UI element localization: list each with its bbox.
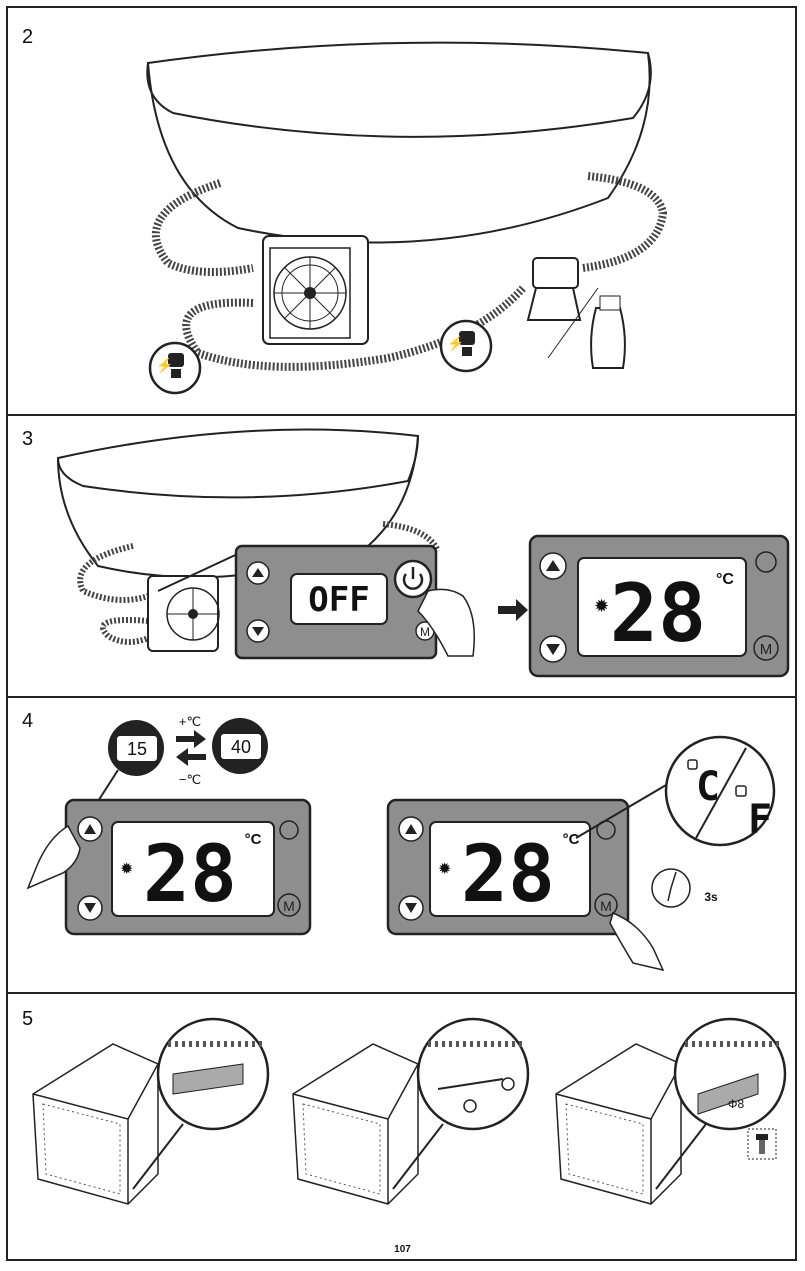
step-number: 3 <box>22 428 34 450</box>
unit-f-label: F <box>748 797 772 843</box>
screw-detail-callout <box>416 1017 530 1131</box>
arrow-right-icon <box>176 730 206 748</box>
svg-text:⚡: ⚡ <box>447 335 464 352</box>
heat-pump-unit <box>32 1043 159 1205</box>
hose <box>100 617 155 645</box>
temperature-value: 28 <box>461 830 555 920</box>
display-off-text: OFF <box>308 580 369 620</box>
hose-right <box>582 172 668 272</box>
power-button-icon <box>755 551 777 573</box>
heat-pump-unit <box>555 1043 682 1205</box>
control-panel-left: 28 °C ✹ M <box>64 798 312 936</box>
svg-text:M: M <box>760 641 773 658</box>
temperature-unit: °C <box>563 831 580 848</box>
screw-icon <box>463 1099 477 1113</box>
mode-button-icon <box>594 893 618 917</box>
svg-text:M: M <box>283 898 295 914</box>
hand-icon <box>26 824 81 890</box>
page-frame <box>6 6 797 1261</box>
mode-button-icon <box>277 893 301 917</box>
bolt-size-label: Φ8 <box>728 1097 745 1111</box>
hose <box>77 543 149 603</box>
filter-pump <box>526 257 626 369</box>
page-number: 107 <box>394 1244 411 1255</box>
step-number: 2 <box>22 26 34 48</box>
step-4-illustration: 15 +℃ −℃ 40 28 °C ✹ M <box>26 714 776 972</box>
heat-pump-unit <box>262 235 369 345</box>
sun-icon: ✹ <box>594 596 609 616</box>
step-number: 4 <box>22 710 34 732</box>
timer-icon <box>651 868 691 908</box>
hand-icon <box>609 911 665 972</box>
sun-icon: ✹ <box>438 861 451 878</box>
step-3-illustration: OFF M 28 °C ✹ M <box>56 428 790 678</box>
temperature-value: 28 <box>610 567 706 660</box>
hand-icon <box>417 588 475 657</box>
hose-upper-left <box>152 179 254 276</box>
svg-text:M: M <box>600 898 612 914</box>
power-plug-icon: ⚡ <box>148 341 202 395</box>
step-3-panel: 3 OFF M <box>8 416 797 698</box>
minus-label: −℃ <box>179 772 201 787</box>
range-high-badge: 40 <box>212 718 268 774</box>
arrow-right-icon <box>498 599 528 621</box>
control-panel-on: 28 °C ✹ M <box>528 534 790 678</box>
screw-icon <box>501 1077 515 1091</box>
arrow-left-icon <box>176 748 206 766</box>
temperature-value: 28 <box>143 830 237 920</box>
hose <box>382 521 441 553</box>
bolt-detail-callout <box>673 1017 787 1131</box>
step-number: 5 <box>22 1008 34 1030</box>
step-2-panel: 2 <box>8 8 797 416</box>
power-plug-icon: ⚡ <box>439 319 493 373</box>
power-button-icon <box>279 820 299 840</box>
svg-text:M: M <box>420 625 430 639</box>
step-2-illustration: ⚡ ⚡ <box>146 41 668 395</box>
svg-text:⚡: ⚡ <box>156 357 173 374</box>
step-5-panel: 5 <box>8 994 797 1254</box>
mode-button-icon <box>753 635 779 661</box>
temperature-unit: °C <box>245 831 262 848</box>
control-panel-right: 28 °C ✹ M <box>386 798 630 936</box>
heat-pump-unit <box>292 1043 419 1205</box>
step-4-panel: 4 15 +℃ −℃ 40 28 °C ✹ M <box>8 698 797 994</box>
unit-toggle-callout: C F <box>664 735 776 847</box>
control-panel-off: OFF M <box>234 544 438 660</box>
pool-body <box>146 41 651 244</box>
range-low-badge: 15 <box>108 720 164 776</box>
step-5-illustration: Φ8 <box>32 1017 787 1205</box>
sun-icon: ✹ <box>120 861 133 878</box>
plus-label: +℃ <box>179 714 201 729</box>
heat-pump-unit <box>147 575 220 652</box>
svg-text:15: 15 <box>127 739 147 759</box>
hold-duration: 3s <box>704 890 718 904</box>
temperature-unit: °C <box>716 571 734 588</box>
svg-text:40: 40 <box>231 737 251 757</box>
